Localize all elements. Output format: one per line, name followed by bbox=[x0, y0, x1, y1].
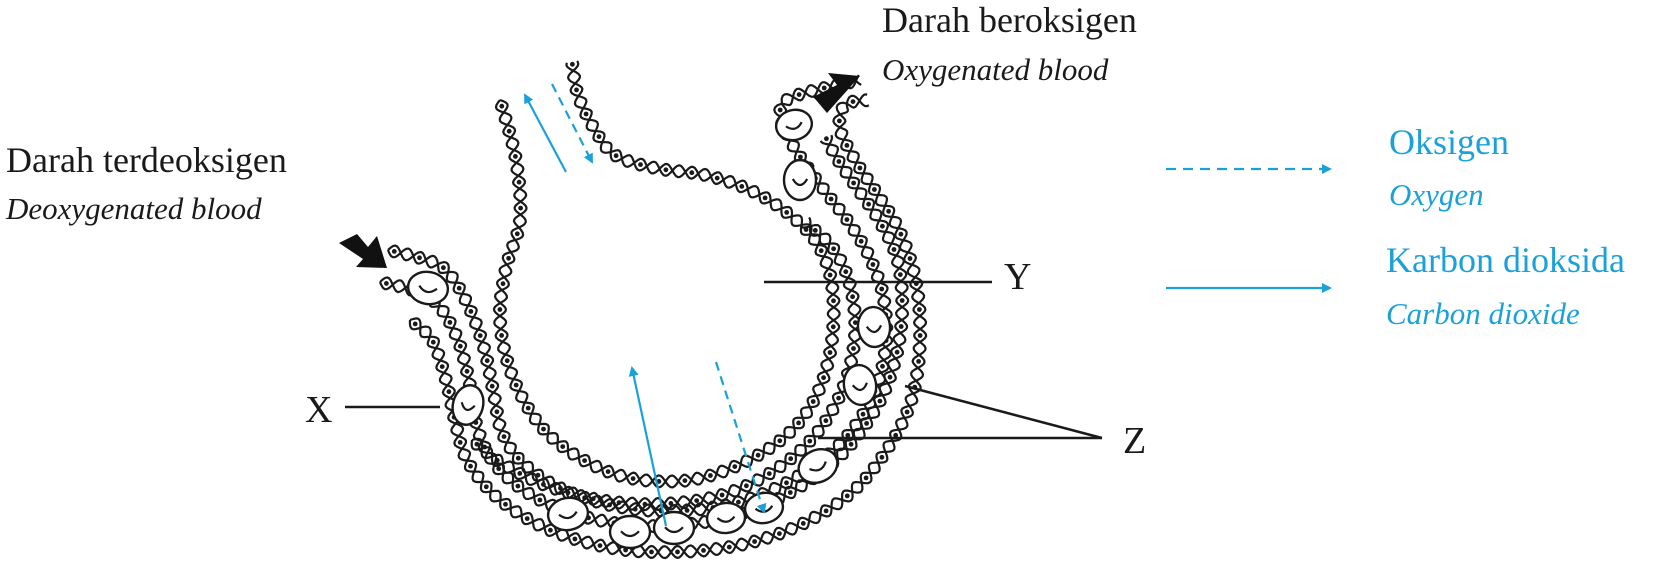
oxygenated-label-en: Oxygenated blood bbox=[882, 52, 1109, 87]
label-x: X bbox=[305, 389, 333, 431]
alveolus-wall-inner bbox=[492, 60, 841, 489]
legend-co2-ms: Karbon dioksida bbox=[1386, 240, 1625, 280]
red-blood-cells bbox=[406, 108, 892, 550]
co2-arrow-bottom bbox=[628, 366, 668, 527]
co2-arrow-top bbox=[524, 93, 567, 173]
oxygen-arrow-bottom bbox=[714, 361, 767, 514]
label-leaders bbox=[345, 280, 1103, 440]
oxygenated-label-ms: Darah beroksigen bbox=[882, 0, 1137, 40]
gas-exchange-arrows bbox=[524, 83, 767, 527]
rbc-6 bbox=[705, 501, 747, 535]
oxygenated-outflow-arrow bbox=[813, 73, 860, 113]
label-y: Y bbox=[1004, 256, 1032, 298]
rbc-12 bbox=[774, 108, 814, 142]
rbc-2 bbox=[451, 384, 485, 426]
deoxygenated-label-ms: Darah terdeoksigen bbox=[6, 140, 287, 180]
deoxygenated-inflow-arrow bbox=[339, 234, 387, 268]
rbc-11 bbox=[782, 158, 818, 202]
deoxygenated-label-en: Deoxygenated blood bbox=[6, 191, 262, 226]
legend-arrows bbox=[1166, 164, 1332, 293]
rbc-4 bbox=[608, 514, 652, 550]
legend-oxygen-en: Oxygen bbox=[1389, 177, 1484, 212]
rbc-1 bbox=[406, 270, 450, 306]
legend-oxygen-ms: Oksigen bbox=[1389, 122, 1509, 162]
rbc-7 bbox=[743, 491, 785, 525]
rbc-5 bbox=[652, 510, 696, 546]
rbc-3 bbox=[546, 496, 590, 532]
rbc-9 bbox=[842, 363, 878, 407]
oxygen-arrow-top bbox=[551, 83, 593, 164]
legend-co2-en: Carbon dioxide bbox=[1386, 296, 1580, 331]
rbc-10 bbox=[856, 305, 892, 349]
membrane-layers bbox=[378, 60, 928, 560]
label-z: Z bbox=[1123, 420, 1147, 462]
rbc-8 bbox=[797, 448, 839, 484]
z-leader-line-upper bbox=[904, 384, 1103, 440]
blood-flow-arrows bbox=[339, 73, 860, 268]
